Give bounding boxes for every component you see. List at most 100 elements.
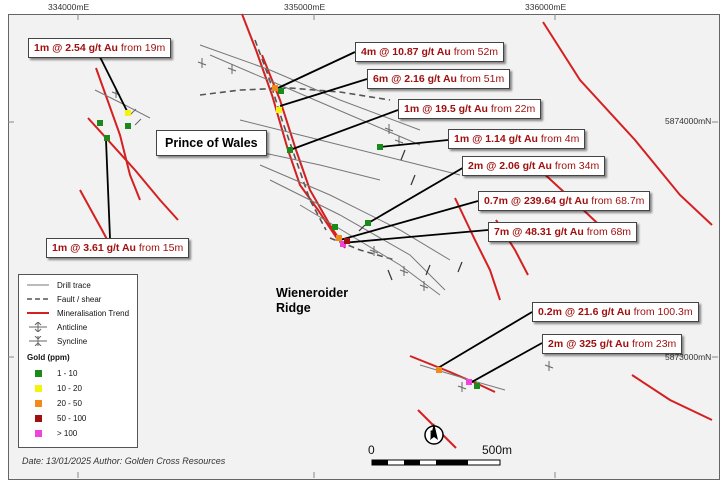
legend-label: 1 - 10 xyxy=(57,368,78,378)
gold-sample-20-50 xyxy=(336,235,342,241)
drill-traces xyxy=(94,44,506,391)
drill-trace xyxy=(239,119,461,176)
leader-line xyxy=(341,229,489,244)
drill-trace xyxy=(199,44,421,131)
trend-line xyxy=(542,21,713,226)
drill-trace xyxy=(299,204,441,296)
intercept-callout: 0.7m @ 239.64 g/t Au from 68.7m xyxy=(478,191,651,211)
legend-gold-class: > 100 xyxy=(27,427,77,439)
strike-tick xyxy=(358,224,366,232)
intercept-callout: 0.2m @ 21.6 g/t Au from 100.3m xyxy=(532,302,699,322)
intercept-callout: 6m @ 2.16 g/t Au from 51m xyxy=(367,69,511,89)
northing-label-5874000: 5874000mN xyxy=(665,116,712,126)
north-arrow-label: N xyxy=(430,429,437,439)
prospect-label-wieneroider-ridge: Wieneroider Ridge xyxy=(276,286,348,316)
gold-sample-1-10 xyxy=(474,383,480,389)
syncline-symbol xyxy=(399,266,409,276)
intercept-callout: 1m @ 1.14 g/t Au from 4m xyxy=(448,129,586,149)
trend-line xyxy=(95,67,141,201)
strike-tick xyxy=(400,149,406,161)
trend-line xyxy=(454,197,501,301)
legend-label: 20 - 50 xyxy=(57,398,82,408)
gold-sample-20-50 xyxy=(436,367,442,373)
gold-sample-10-20 xyxy=(125,110,131,116)
leader-line xyxy=(96,50,129,114)
legend-item-syncline: Syncline xyxy=(27,335,87,347)
leader-line xyxy=(469,342,543,384)
syncline-symbol xyxy=(369,246,379,256)
leader-line xyxy=(289,109,399,151)
gold-sample-1-10 xyxy=(104,135,110,141)
trend-line xyxy=(409,355,496,393)
intercept-callout: 1m @ 19.5 g/t Au from 22m xyxy=(398,99,542,119)
intercept-callout: 1m @ 2.54 g/t Au from 19m xyxy=(28,38,172,58)
scale-bar xyxy=(371,459,501,466)
legend-label: > 100 xyxy=(57,428,78,438)
gold-sample-20-50 xyxy=(272,85,278,91)
north-arrow-icon xyxy=(424,423,444,445)
leader-line xyxy=(437,311,533,369)
strike-tick xyxy=(425,264,431,276)
intercept-callout: 1m @ 3.61 g/t Au from 15m xyxy=(46,238,190,258)
leader-line xyxy=(369,165,467,223)
strike-tick xyxy=(387,269,393,281)
anticline-symbol xyxy=(197,58,207,68)
legend-gold-class: 10 - 20 xyxy=(27,382,82,394)
legend-gold-class: 50 - 100 xyxy=(27,412,86,424)
gold-sample-1-10 xyxy=(125,123,131,129)
prospect-label-line: Wieneroider xyxy=(276,286,349,300)
scale-label-end: 500m xyxy=(482,443,513,457)
legend-item-fault: Fault / shear xyxy=(27,293,101,305)
anticline-icon xyxy=(27,322,49,332)
leader-line xyxy=(339,200,479,241)
prospect-label-prince-of-wales: Prince of Wales xyxy=(156,130,267,156)
easting-label-335000: 335000mE xyxy=(284,2,326,12)
gold-sample-1-10 xyxy=(332,224,338,230)
trend-line xyxy=(79,189,111,246)
intercept-callout: 7m @ 48.31 g/t Au from 68m xyxy=(488,222,638,242)
leader-line xyxy=(379,139,449,148)
syncline-icon xyxy=(27,336,49,346)
legend-gold-title: Gold (ppm) xyxy=(27,353,70,362)
legend-gold-class: 1 - 10 xyxy=(27,367,77,379)
leader-line xyxy=(105,139,111,239)
prospect-label-line: Ridge xyxy=(276,301,311,315)
anticline-symbol xyxy=(227,64,237,74)
anticline-symbol xyxy=(419,281,429,291)
easting-label-334000: 334000mE xyxy=(48,2,90,12)
map-footer: Date: 13/01/2025 Author: Golden Cross Re… xyxy=(22,456,226,466)
syncline-symbol xyxy=(544,361,554,371)
gold-samples xyxy=(97,85,480,389)
strike-tick xyxy=(410,174,416,186)
legend-gold-class: 20 - 50 xyxy=(27,397,82,409)
gold-sample-10-20 xyxy=(276,107,282,113)
intercept-callout: 2m @ 325 g/t Au from 23m xyxy=(542,334,683,354)
gold-sample-50-100 xyxy=(344,238,350,244)
gold-sample-1-10 xyxy=(278,88,284,94)
gold-sample-gt-100 xyxy=(466,379,472,385)
legend-label: Drill trace xyxy=(57,280,91,290)
map-legend: Drill trace Fault / shear Mineralisation… xyxy=(18,274,138,448)
fold-symbol xyxy=(129,108,142,126)
legend-item-drill-trace: Drill trace xyxy=(27,279,91,291)
syncline-symbol xyxy=(384,124,394,134)
scale-label-start: 0 xyxy=(368,443,375,457)
gold-sample-1-10 xyxy=(365,220,371,226)
strike-tick xyxy=(457,261,463,273)
gold-sample-gt-100 xyxy=(340,241,346,247)
leader-line xyxy=(279,78,368,107)
anticline-symbol xyxy=(457,382,467,392)
trend-line xyxy=(631,374,713,421)
leader-lines xyxy=(96,50,543,384)
fault-line xyxy=(199,87,391,101)
legend-item-anticline: Anticline xyxy=(27,321,87,333)
intercept-callout: 4m @ 10.87 g/t Au from 52m xyxy=(355,42,505,62)
leader-line xyxy=(277,51,356,89)
gold-sample-1-10 xyxy=(287,147,293,153)
gold-sample-1-10 xyxy=(377,144,383,150)
intercept-callout: 2m @ 2.06 g/t Au from 34m xyxy=(462,156,606,176)
legend-label: Syncline xyxy=(57,336,88,346)
legend-label: 50 - 100 xyxy=(57,413,87,423)
legend-item-mineralisation-trend: Mineralisation Trend xyxy=(27,307,129,319)
